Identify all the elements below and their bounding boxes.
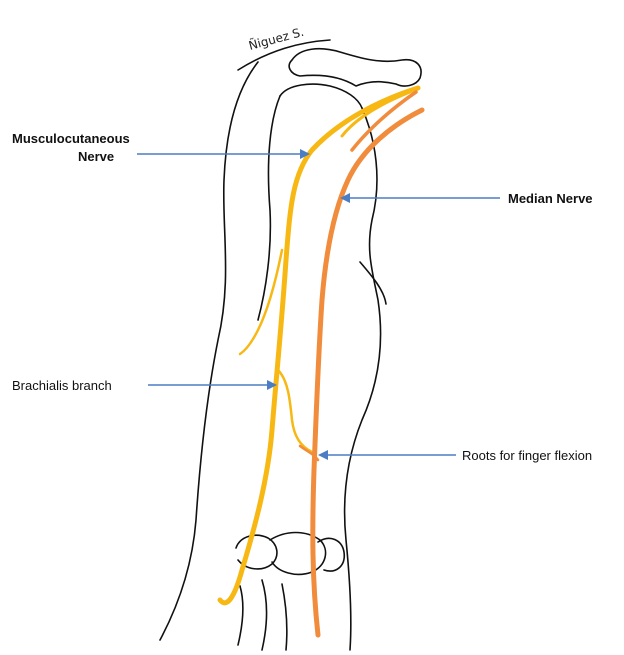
artist-signature: Ñiguez S. xyxy=(247,24,305,53)
forearm-bone-left xyxy=(238,586,243,645)
forearm-bone-inner xyxy=(282,584,287,650)
axilla-contour xyxy=(360,262,386,304)
musculocutaneous-label-line1: Musculocutaneous xyxy=(12,131,130,146)
deltoid-contour xyxy=(258,96,280,320)
musculocutaneous-proximal-branch xyxy=(342,92,410,136)
forearm-bone-right xyxy=(262,580,267,650)
lateral-cutaneous-branch xyxy=(240,250,282,354)
finger-flexion-label: Roots for finger flexion xyxy=(462,448,592,463)
arm-inner-contour xyxy=(345,108,381,650)
brachialis-branch-label: Brachialis branch xyxy=(12,378,112,393)
musculocutaneous-label-line2: Nerve xyxy=(78,149,114,164)
shoulder-bone-outline xyxy=(289,49,421,86)
elbow-condyle-center xyxy=(270,533,326,575)
brachialis-branch-nerve xyxy=(278,370,312,452)
median-nerve xyxy=(313,110,422,635)
median-nerve-label: Median Nerve xyxy=(508,191,593,206)
nerves xyxy=(220,88,422,635)
humeral-head-outline xyxy=(280,84,362,108)
finger-flexion-arrowhead xyxy=(318,450,328,460)
labels: Musculocutaneous Nerve Median Nerve Brac… xyxy=(12,131,593,463)
